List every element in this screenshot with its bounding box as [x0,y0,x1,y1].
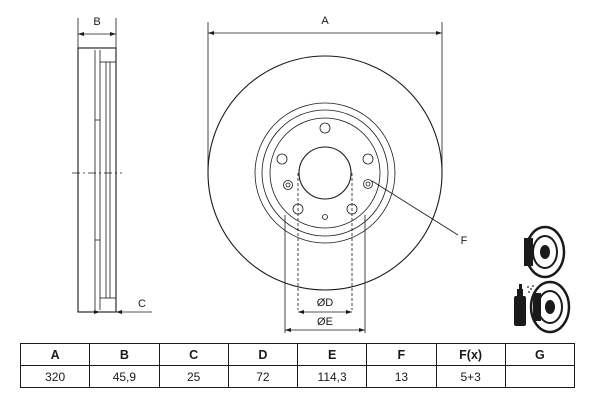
header-c: C [158,343,229,366]
dim-label-b: B [93,16,100,28]
header-f: F [366,343,437,366]
brake-disc-icon [524,225,566,279]
header-b: B [89,343,160,366]
header-g: G [504,343,576,366]
dim-label-c: C [138,298,146,310]
spec-table-value-row: 320 45,9 25 72 114,3 13 5+3 [19,365,576,388]
header-fx: F(x) [435,343,506,366]
technical-drawing: B C A [72,15,571,334]
dim-label-d: ØD [317,297,334,309]
value-g [504,365,576,388]
dim-label-e: ØE [317,316,333,328]
dim-label-f: F [461,235,468,247]
value-e: 114,3 [296,365,368,388]
header-a: A [19,343,91,366]
value-a: 320 [19,365,91,388]
value-b: 45,9 [89,365,160,388]
brake-disc-spray-icon [514,280,571,334]
value-fx: 5+3 [435,365,506,388]
value-f: 13 [366,365,437,388]
value-c: 25 [158,365,229,388]
value-d: 72 [227,365,299,388]
disc-side-view: B C [72,16,152,314]
disc-front-view: A F ØD ØE [207,15,468,333]
spec-table: A B C D E F F(x) G 320 45,9 25 72 114,3 … [19,343,576,388]
dim-label-a: A [321,15,329,27]
header-d: D [227,343,299,366]
spec-table-header-row: A B C D E F F(x) G [19,343,576,366]
header-e: E [296,343,368,366]
